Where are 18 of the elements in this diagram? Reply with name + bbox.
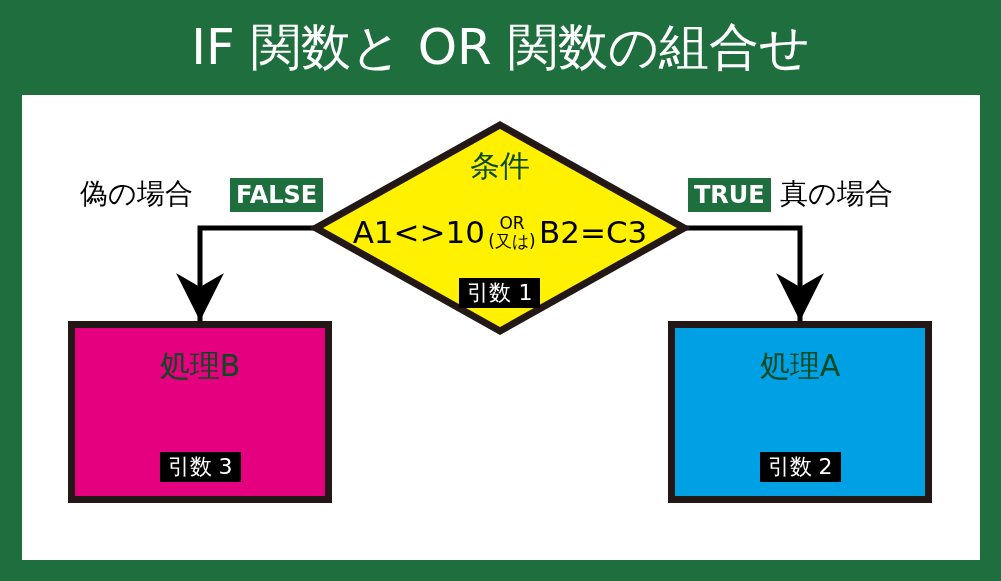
condition-text: A1<>10 <box>352 214 485 250</box>
heading: 処理B <box>159 348 241 384</box>
branch-label: 偽の場合 <box>80 177 193 211</box>
edge-label: FALSE <box>230 178 324 212</box>
argument-badge: 引数 2 <box>759 452 841 482</box>
branch-label: 真の場合 <box>780 177 893 211</box>
heading: 条件 <box>470 148 530 184</box>
argument-badge: 引数 1 <box>459 278 541 308</box>
title: IF 関数と OR 関数の組合せ <box>190 17 811 78</box>
arrow <box>176 225 316 321</box>
arrow <box>684 225 824 321</box>
process-box <box>68 321 332 503</box>
connector-word: OR (又は) <box>488 214 536 250</box>
process-box <box>668 321 932 503</box>
heading: 処理A <box>759 348 841 384</box>
argument-badge: 引数 3 <box>159 452 241 482</box>
edge-label: TRUE <box>688 178 771 212</box>
condition-text: B2=C3 <box>539 214 648 250</box>
